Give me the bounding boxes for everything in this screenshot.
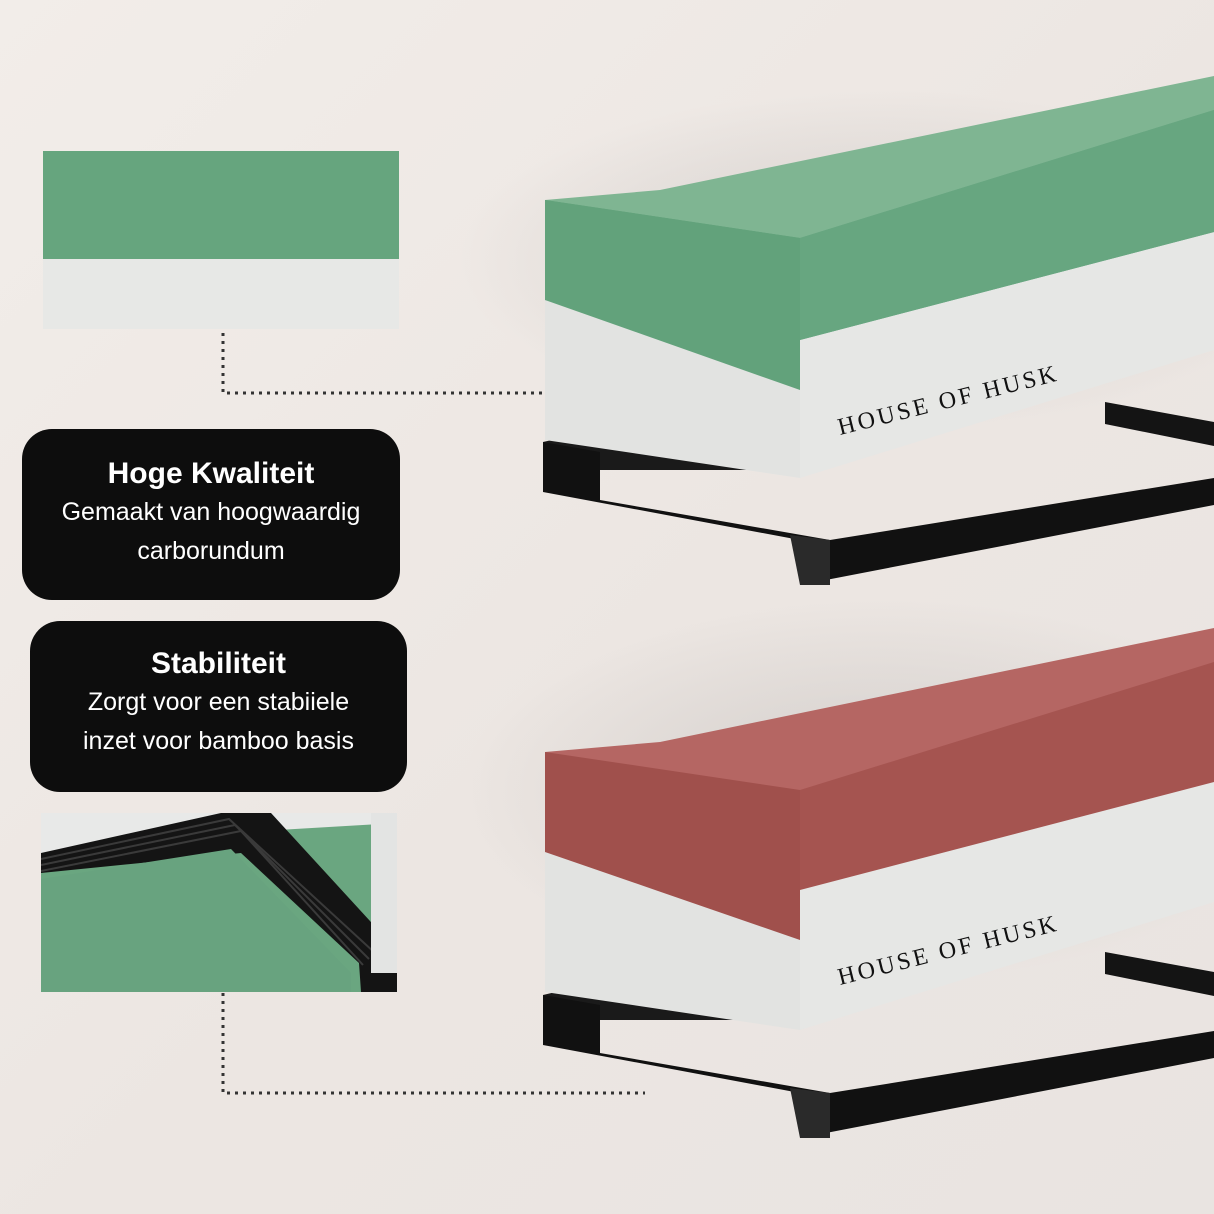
white-layer-side <box>800 232 1214 478</box>
white-layer-closeup <box>43 259 399 329</box>
green-whetstone: HOUSE OF HUSK <box>543 76 1214 585</box>
red-whetstone: HOUSE OF HUSK <box>543 628 1214 1138</box>
holder-frame-top <box>543 442 1214 585</box>
stone-layers-closeup <box>43 151 399 329</box>
callout-quality-title: Hoge Kwaliteit <box>107 457 315 490</box>
callout-quality-body: Gemaakt van hoogwaardig carborundum <box>61 498 361 565</box>
callout-stability-title: Stabiliteit <box>150 647 286 680</box>
green-layer-closeup <box>43 151 399 259</box>
white-layer-side <box>800 782 1214 1030</box>
holder-closeup <box>41 813 397 992</box>
callout-stability: Stabiliteit Zorgt voor een stabiiele inz… <box>30 621 407 792</box>
callout-quality: Hoge Kwaliteit Gemaakt van hoogwaardig c… <box>22 429 400 600</box>
red-layer-front <box>545 752 800 940</box>
dotted-leader-line <box>221 993 645 1095</box>
callout-stability-body: Zorgt voor een stabiiele inzet voor bamb… <box>83 688 354 755</box>
red-layer-side <box>800 662 1214 890</box>
holder-frame-bottom <box>543 995 1214 1138</box>
closeup-rubber-frame <box>41 813 397 992</box>
